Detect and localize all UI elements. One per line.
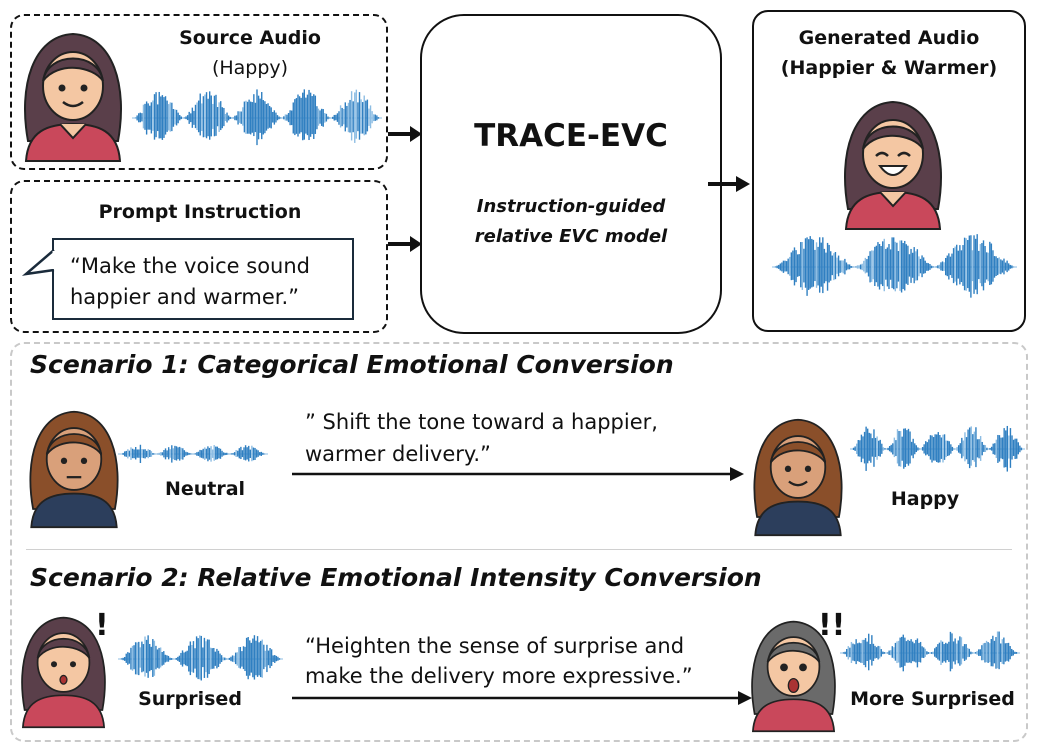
woman-avatar-icon <box>753 418 843 537</box>
arrow-right-icon <box>292 691 752 705</box>
waveform-icon <box>850 425 1025 472</box>
scenario1-instruction-line1: ” Shift the tone toward a happier, <box>305 410 658 434</box>
source-audio-emotion: (Happy) <box>211 57 289 79</box>
arrow-right-icon <box>292 467 744 481</box>
scenario-divider <box>26 549 1012 550</box>
woman-avatar-icon <box>29 410 119 529</box>
scenario1-instruction-line2: warmer delivery.” <box>305 442 491 466</box>
arrow-right-icon <box>388 126 422 142</box>
model-description-line2: relative EVC model <box>474 226 668 247</box>
scenario1-title: Scenario 1: Categorical Emotional Conver… <box>30 350 674 379</box>
scenario2-instruction-line2: make the delivery more expressive.” <box>305 664 693 688</box>
scenario1-to-label: Happy <box>890 488 960 510</box>
scenario1-from-label: Neutral <box>164 478 246 500</box>
waveform-icon <box>840 631 1020 672</box>
model-description-line1: Instruction-guided <box>476 196 666 217</box>
prompt-text-line1: “Make the voice sound <box>70 254 311 278</box>
arrow-right-icon <box>388 236 422 252</box>
waveform-icon <box>772 234 1017 298</box>
prompt-text-line2: happier and warmer.” <box>70 285 300 309</box>
scenarios-panel <box>10 342 1028 742</box>
source-audio-title: Source Audio <box>179 27 321 49</box>
generated-audio-title: Generated Audio <box>798 27 980 49</box>
waveform-icon <box>132 89 382 146</box>
scenario2-title: Scenario 2: Relative Emotional Intensity… <box>30 563 762 592</box>
trace-evc-model-box <box>420 14 722 334</box>
prompt-instruction-title: Prompt Instruction <box>98 201 302 223</box>
scenario2-from-label: Surprised <box>138 688 242 710</box>
model-name: TRACE-EVC <box>474 118 668 154</box>
woman-avatar-icon <box>24 32 122 162</box>
prompt-instruction-panel <box>10 180 388 333</box>
scenario2-instruction-line1: “Heighten the sense of surprise and <box>305 634 685 658</box>
woman-avatar-icon <box>844 100 942 230</box>
arrow-right-icon <box>708 176 750 192</box>
speech-bubble-tail <box>21 249 57 276</box>
waveform-icon <box>118 444 268 463</box>
source-audio-panel <box>10 14 388 170</box>
woman-avatar-icon <box>21 616 106 729</box>
waveform-icon <box>118 635 283 681</box>
scenario2-from-exclaim: ! <box>95 608 109 643</box>
speech-bubble-icon <box>52 238 354 320</box>
generated-audio-emotion: (Happier & Warmer) <box>780 57 998 79</box>
scenario2-to-label: More Surprised <box>850 688 1015 710</box>
woman-avatar-icon <box>751 620 836 733</box>
